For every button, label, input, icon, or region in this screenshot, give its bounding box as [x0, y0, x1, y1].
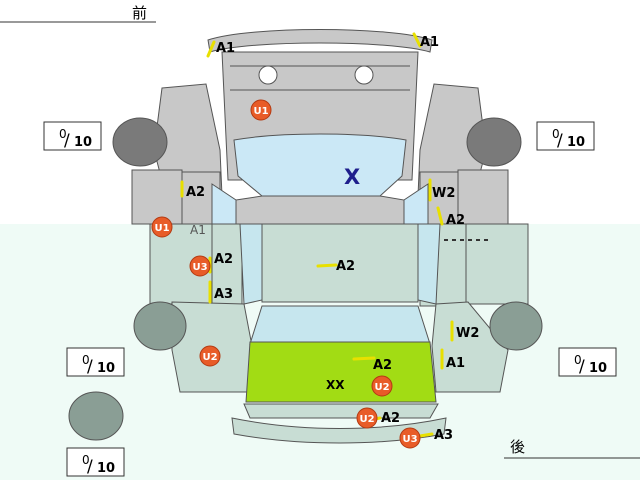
front-body — [131, 29, 509, 225]
tire-box-frame — [558, 347, 617, 377]
front-label-group: 前 — [0, 4, 156, 23]
circle-code-u1-hood: U1 — [250, 99, 272, 121]
right-front-door-outer — [457, 169, 509, 225]
tire-box-frame — [66, 347, 125, 377]
tire-box-front-right: 0 / 10 — [536, 121, 595, 151]
roof — [261, 223, 419, 303]
tire-box-spare: 0 / 10 — [66, 447, 125, 477]
damage-label: A3 — [434, 428, 453, 443]
circle-code-u2-bumper: U2 — [356, 407, 378, 429]
rear-label: 後 — [510, 438, 525, 456]
xx-mark: XX — [326, 378, 345, 392]
tire-score-numerator: 0 — [574, 353, 582, 367]
rear-window — [249, 305, 431, 345]
x-mark: X — [344, 165, 360, 189]
damage-label: A1 — [190, 223, 206, 237]
rear-body — [149, 223, 529, 444]
front-left-tire — [112, 117, 168, 167]
tire-box-rear-left: 0 / 10 — [66, 347, 125, 377]
tire-score-slash: / — [64, 131, 70, 151]
damage-label: W2 — [432, 186, 455, 201]
damage-label: A1 — [446, 356, 465, 371]
circle-code-badge — [399, 427, 421, 449]
circle-code-text: U3 — [192, 262, 207, 273]
rear-bumper — [231, 417, 447, 444]
spare-tire — [68, 391, 124, 441]
circle-code-text: U3 — [402, 434, 417, 445]
circle-code-text: U2 — [359, 414, 374, 425]
damage-label: A2 — [336, 259, 355, 274]
rear-panel — [243, 403, 439, 419]
mark-line — [352, 356, 376, 361]
circle-code-u2-trunk: U2 — [371, 375, 393, 397]
tire-score-slash: / — [87, 357, 93, 377]
tire-box-front-left: 0 / 10 — [43, 121, 102, 151]
right-rear-door-outer — [465, 223, 529, 305]
rear-label-group: 後 — [504, 438, 640, 459]
rear-left-tire — [133, 301, 187, 351]
circle-code-text: U1 — [253, 106, 268, 117]
tire-score-denominator: 10 — [97, 461, 115, 476]
right-headlight — [354, 65, 374, 85]
circle-code-badge — [189, 255, 211, 277]
damage-label: A2 — [381, 411, 400, 426]
circle-code-text: U2 — [202, 352, 217, 363]
damage-label: A2 — [186, 185, 205, 200]
left-rear-window — [239, 223, 263, 305]
circle-code-u3-left: U3 — [189, 255, 211, 277]
circle-code-text: U1 — [154, 223, 169, 234]
tire-score-denominator: 10 — [589, 361, 607, 376]
tire-box-rear-right: 0 / 10 — [558, 347, 617, 377]
left-front-door-outer — [131, 169, 183, 225]
damage-label: A3 — [214, 287, 233, 302]
mark-line — [412, 32, 422, 48]
tire-score-numerator: 0 — [59, 127, 67, 141]
mark-line — [316, 263, 338, 268]
circle-code-u3-bumper: U3 — [399, 427, 421, 449]
tire-score-slash: / — [579, 357, 585, 377]
circle-code-badge — [151, 216, 173, 238]
mark-line — [418, 432, 434, 438]
tire-box-frame — [66, 447, 125, 477]
circle-code-badge — [199, 345, 221, 367]
damage-label: A1 — [420, 35, 439, 50]
circle-code-badge — [250, 99, 272, 121]
tire-box-frame — [536, 121, 595, 151]
tire-score-numerator: 0 — [82, 353, 90, 367]
damage-label: A2 — [373, 358, 392, 373]
front-bumper — [207, 29, 433, 53]
front-right-tire — [466, 117, 522, 167]
tire-score-denominator: 10 — [567, 135, 585, 150]
trunk-lid — [245, 341, 437, 403]
tire-score-denominator: 10 — [97, 361, 115, 376]
tire-score-denominator: 10 — [74, 135, 92, 150]
front-windshield — [233, 133, 407, 197]
tire-score-slash: / — [557, 131, 563, 151]
front-label: 前 — [132, 4, 147, 22]
tire-box-frame — [43, 121, 102, 151]
circle-code-badge — [356, 407, 378, 429]
damage-label: A2 — [446, 213, 465, 228]
right-rear-window — [417, 223, 441, 305]
damage-label: A1 — [216, 41, 235, 56]
right-front-window — [403, 183, 429, 225]
tire-score-slash: / — [87, 457, 93, 477]
circle-code-u2-left: U2 — [199, 345, 221, 367]
front-roof — [235, 195, 405, 225]
left-headlight — [258, 65, 278, 85]
tire-score-numerator: 0 — [552, 127, 560, 141]
tire-score-numerator: 0 — [82, 453, 90, 467]
mark-line — [436, 206, 444, 226]
circle-code-u1-left: U1 — [151, 216, 173, 238]
damage-label: A2 — [214, 252, 233, 267]
mark-line — [206, 40, 216, 58]
left-front-window — [211, 183, 237, 225]
circle-code-badge — [371, 375, 393, 397]
rear-right-tire — [489, 301, 543, 351]
circle-code-text: U2 — [374, 382, 389, 393]
damage-label: W2 — [456, 326, 479, 341]
